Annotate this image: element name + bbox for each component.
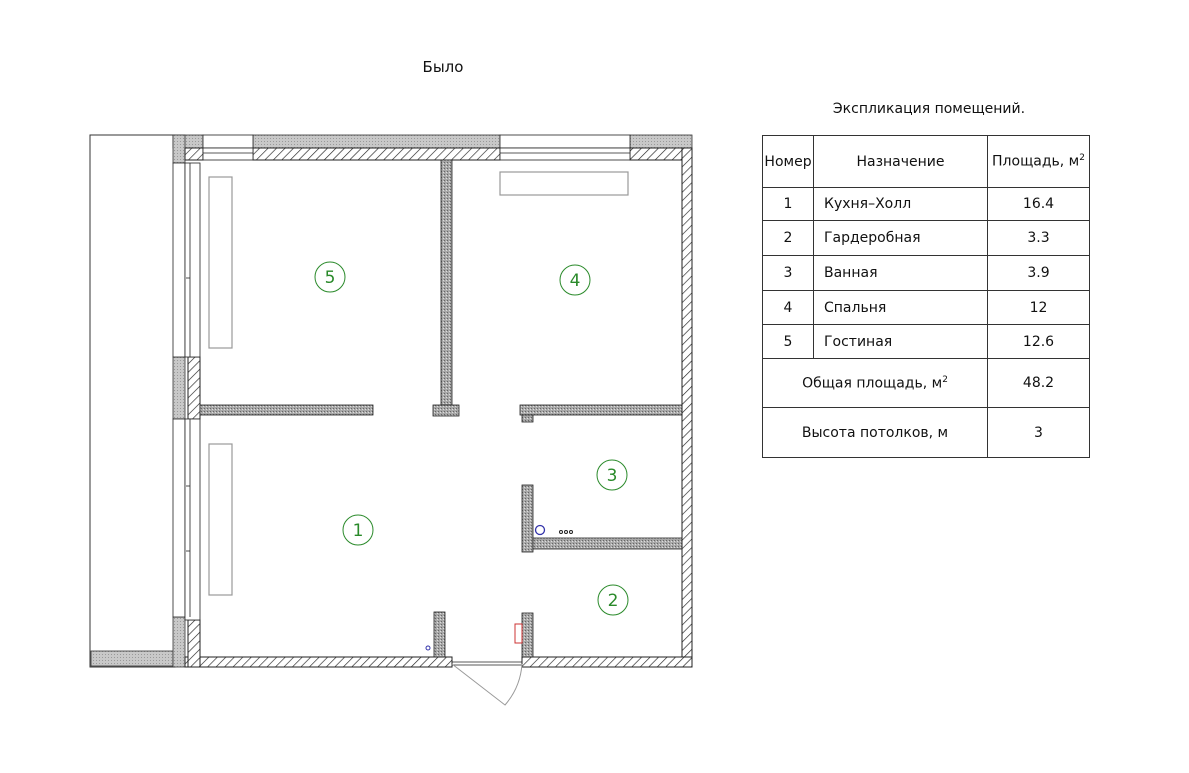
row-purpose: Ванная xyxy=(813,255,988,291)
plan-title: Было xyxy=(422,58,464,76)
row-area: 12.6 xyxy=(987,324,1090,359)
row-number: 2 xyxy=(762,220,814,256)
room-label-4: 4 xyxy=(559,264,591,296)
interior-walls xyxy=(199,159,683,658)
row-area: 3.9 xyxy=(987,255,1090,291)
radiator xyxy=(208,443,233,596)
total-area-value: 48.2 xyxy=(987,358,1090,408)
header-area: Площадь, м2 xyxy=(987,135,1090,188)
row-number: 1 xyxy=(762,187,814,221)
header-area-sup: 2 xyxy=(1079,153,1085,164)
pipe-dots-icon xyxy=(559,530,573,534)
svg-text:3: 3 xyxy=(607,466,618,486)
ceiling-height-row: Высота потолков, м 3 xyxy=(762,407,1090,458)
room-label-2: 2 xyxy=(597,584,629,616)
radiator xyxy=(499,171,629,196)
parapet-wall xyxy=(172,134,693,668)
header-number: Номер xyxy=(762,135,814,188)
ceiling-height-label: Высота потолков, м xyxy=(762,407,988,458)
svg-text:2: 2 xyxy=(608,591,619,611)
entrance-door xyxy=(451,661,523,706)
total-area-label: Общая площадь, м2 xyxy=(762,358,988,408)
ceiling-height-value: 3 xyxy=(987,407,1090,458)
row-area: 12 xyxy=(987,290,1090,325)
row-number: 4 xyxy=(762,290,814,325)
balcony xyxy=(89,134,176,668)
row-purpose: Гостиная xyxy=(813,324,988,359)
header-purpose: Назначение xyxy=(813,135,988,188)
electrical-panel-icon xyxy=(514,623,523,644)
header-area-label: Площадь, м xyxy=(992,153,1080,170)
windows xyxy=(172,134,631,621)
row-purpose: Спальня xyxy=(813,290,988,325)
svg-text:1: 1 xyxy=(353,521,364,541)
radiators xyxy=(208,171,629,596)
row-number: 3 xyxy=(762,255,814,291)
total-area-row: Общая площадь, м2 48.2 xyxy=(762,358,1090,408)
row-area: 16.4 xyxy=(987,187,1090,221)
room-label-5: 5 xyxy=(314,261,346,293)
svg-text:5: 5 xyxy=(325,268,336,288)
outer-walls xyxy=(184,147,693,668)
total-label-text: Общая площадь, м xyxy=(802,375,943,392)
row-area: 3.3 xyxy=(987,220,1090,256)
room-label-1: 1 xyxy=(342,514,374,546)
room-label-3: 3 xyxy=(596,459,628,491)
row-purpose: Кухня–Холл xyxy=(813,187,988,221)
explication-title: Экспликация помещений. xyxy=(832,101,1026,117)
radiator xyxy=(208,176,233,349)
table-header-row: Номер Назначение Площадь, м2 xyxy=(762,135,1090,188)
drain-pipe-icon xyxy=(534,524,546,536)
row-purpose: Гардеробная xyxy=(813,220,988,256)
svg-text:4: 4 xyxy=(570,271,581,291)
riser-pipe-icon xyxy=(425,645,431,651)
row-number: 5 xyxy=(762,324,814,359)
total-label-sup: 2 xyxy=(942,374,948,385)
